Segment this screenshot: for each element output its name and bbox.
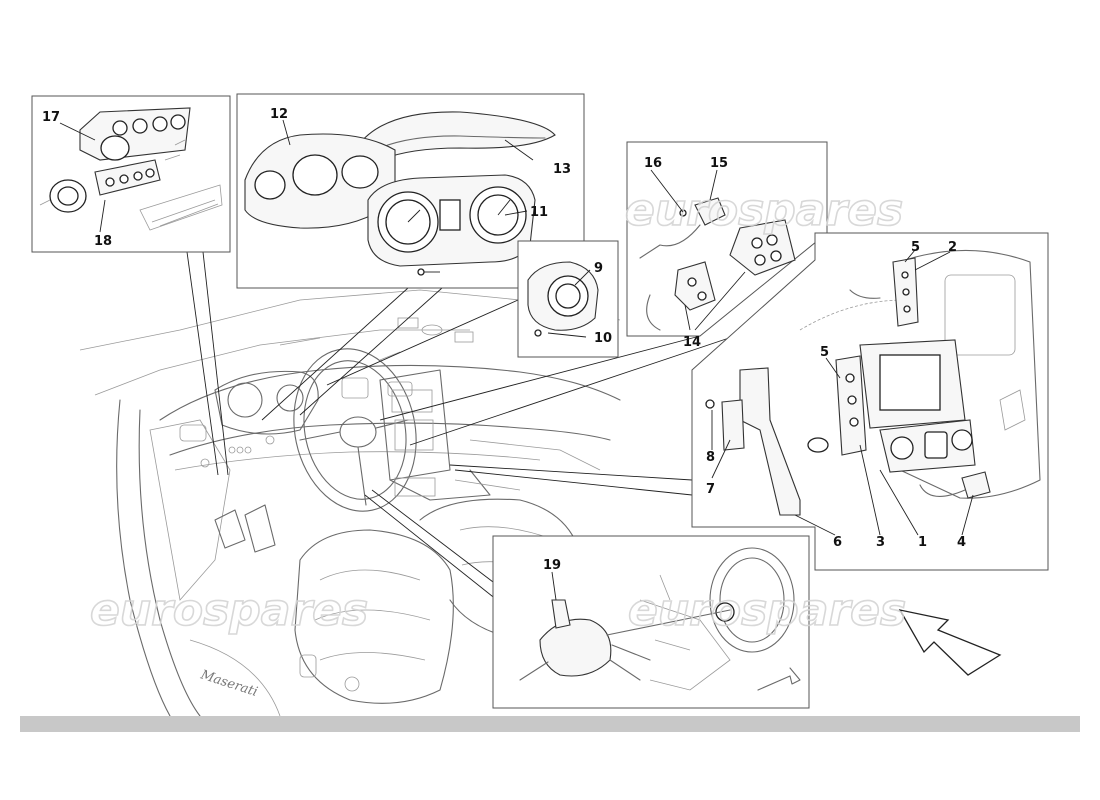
callout-9: 9 xyxy=(594,261,603,276)
callout-2: 2 xyxy=(948,240,957,255)
watermark-text: eurospares xyxy=(625,185,903,236)
callout-8: 8 xyxy=(706,450,715,465)
callout-19: 19 xyxy=(543,558,561,573)
callout-1: 1 xyxy=(918,535,927,550)
callout-13: 13 xyxy=(553,162,571,177)
sill-badge-text: Maserati xyxy=(198,667,259,700)
inset-connector-lines xyxy=(186,251,736,601)
inset-dash-switch-panel xyxy=(31,95,231,253)
callout-10: 10 xyxy=(594,331,612,346)
watermark-text: eurospares xyxy=(628,585,906,636)
callout-numbers: 17 18 12 13 11 9 10 16 15 14 5 2 5 8 7 6… xyxy=(42,107,966,573)
callout-7: 7 xyxy=(706,482,715,497)
callout-16: 16 xyxy=(644,156,662,171)
view-direction-arrow xyxy=(898,609,1002,676)
callout-4: 4 xyxy=(957,535,966,550)
callout-15: 15 xyxy=(710,156,728,171)
footer-bar xyxy=(20,716,1080,732)
callout-12: 12 xyxy=(270,107,288,122)
inset-steering-column xyxy=(492,535,810,709)
callout-5-side: 5 xyxy=(820,345,829,360)
watermark-text: eurospares xyxy=(90,585,368,636)
callout-3: 3 xyxy=(876,535,885,550)
callout-6: 6 xyxy=(833,535,842,550)
watermarks: eurospares eurospares eurospares xyxy=(89,184,907,637)
callout-18: 18 xyxy=(94,234,112,249)
callout-5-top: 5 xyxy=(911,240,920,255)
callout-11: 11 xyxy=(530,205,548,220)
inset-sensor-module xyxy=(626,141,828,337)
inset-instrument-cluster xyxy=(236,93,585,289)
inset-radio-navigation xyxy=(691,232,1049,571)
callout-14: 14 xyxy=(683,335,701,350)
callout-17: 17 xyxy=(42,110,60,125)
callout-leaders xyxy=(59,119,974,601)
